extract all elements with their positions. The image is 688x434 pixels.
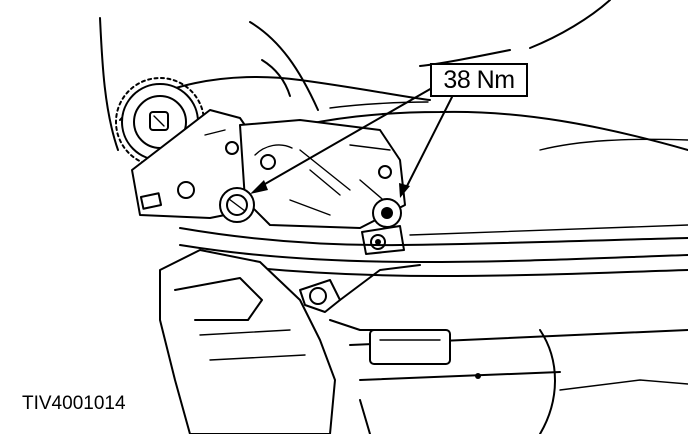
figure-id-label: TIV4001014 [22,393,126,414]
bolt-icon [219,187,255,223]
mounting-plate [239,119,406,229]
seat-rails [179,224,688,277]
torque-callout-label: 38 Nm [443,65,515,94]
upper-contour-lines [99,0,688,151]
callout-leader-lines [250,87,453,198]
torque-callout: 38 Nm [430,63,528,97]
lower-track [159,249,688,434]
